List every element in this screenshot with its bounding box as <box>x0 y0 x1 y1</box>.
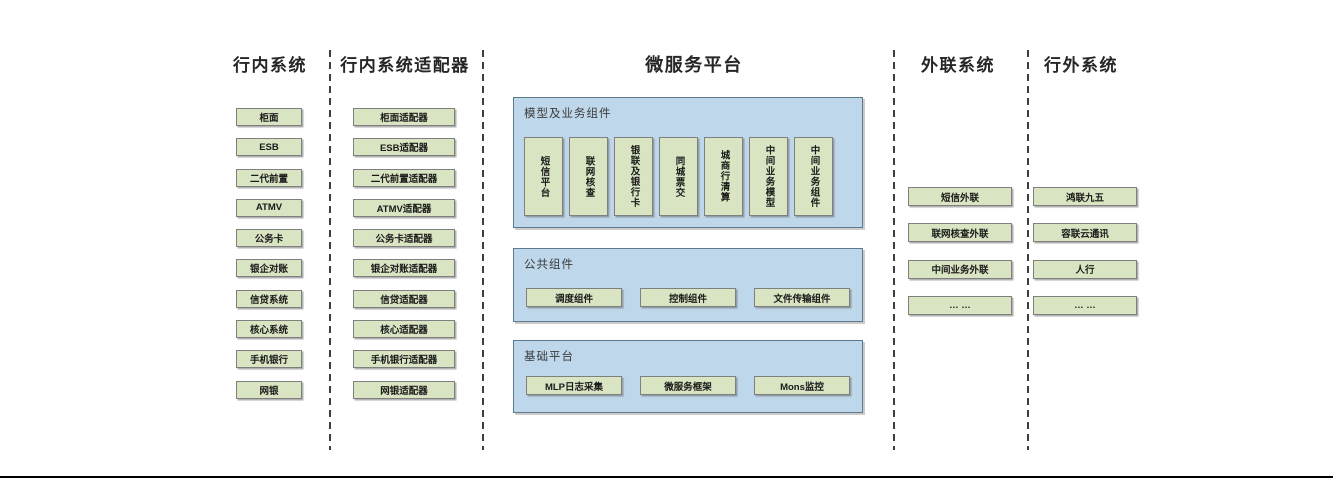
system-box: 信贷系统 <box>236 289 302 308</box>
outreach-systems-list: 短信外联联网核查外联中间业务外联 … … <box>908 187 1012 316</box>
component-box: Mons监控 <box>754 376 850 395</box>
component-box-vertical: 短信平台 <box>524 137 563 216</box>
adapter-box: 网银适配器 <box>353 380 455 399</box>
component-box: 控制组件 <box>640 288 736 307</box>
column-header-microservice-platform: 微服务平台 <box>645 55 743 75</box>
model-components-list: 短信平台联网核查银联及银行卡同城票交城商行清算中间业务模型中间业务组件 <box>524 137 833 216</box>
system-box: 手机银行 <box>236 350 302 369</box>
system-box: ESB <box>236 138 302 157</box>
panel-label: 基础平台 <box>524 351 574 363</box>
adapter-box: 二代前置适配器 <box>353 168 455 187</box>
panel-label: 模型及业务组件 <box>524 108 612 120</box>
adapter-box: 核心适配器 <box>353 320 455 339</box>
external-box: 鸿联九五 <box>1033 187 1137 206</box>
adapter-box: ATMV适配器 <box>353 198 455 217</box>
system-box: 核心系统 <box>236 320 302 339</box>
system-box: 二代前置 <box>236 168 302 187</box>
system-box: 银企对账 <box>236 259 302 278</box>
external-box: 人行 <box>1033 259 1137 279</box>
component-box-vertical: 中间业务模型 <box>749 137 788 216</box>
external-systems-list: 鸿联九五容联云通讯人行 … … <box>1033 187 1137 316</box>
panel-model-business-components: 模型及业务组件 短信平台联网核查银联及银行卡同城票交城商行清算中间业务模型中间业… <box>513 97 863 228</box>
component-box: 微服务框架 <box>640 376 736 395</box>
system-box: 公务卡 <box>236 229 302 248</box>
base-platform-list: MLP日志采集微服务框架 Mons监控 <box>526 376 850 395</box>
outreach-box: 中间业务外联 <box>908 259 1012 279</box>
internal-adapters-list: 柜面适配器 ESB适配器二代前置适配器 ATMV适配器公务卡适配器银企对账适配器信贷… <box>353 108 455 399</box>
system-box: ATMV <box>236 198 302 217</box>
adapter-box: 公务卡适配器 <box>353 229 455 248</box>
column-header-outreach-systems: 外联系统 <box>921 56 995 75</box>
system-box: 柜面 <box>236 108 302 126</box>
common-components-list: 调度组件控制组件文件传输组件 <box>526 288 850 307</box>
adapter-box: ESB适配器 <box>353 138 455 157</box>
column-header-external-systems: 行外系统 <box>1044 56 1118 75</box>
component-box-vertical: 同城票交 <box>659 137 698 216</box>
column-header-internal-systems: 行内系统 <box>233 56 307 75</box>
component-box: MLP日志采集 <box>526 376 622 395</box>
adapter-box: 柜面适配器 <box>353 108 455 126</box>
external-box: 容联云通讯 <box>1033 223 1137 243</box>
external-box: … … <box>1033 296 1137 316</box>
bottom-rule <box>0 476 1333 478</box>
component-box: 调度组件 <box>526 288 622 307</box>
panel-label: 公共组件 <box>524 259 574 271</box>
column-header-internal-adapters: 行内系统适配器 <box>340 56 470 75</box>
outreach-box: 联网核查外联 <box>908 223 1012 243</box>
outreach-box: … … <box>908 296 1012 316</box>
divider-line <box>1027 50 1029 450</box>
adapter-box: 银企对账适配器 <box>353 259 455 278</box>
divider-line <box>482 50 484 450</box>
divider-line <box>893 50 895 450</box>
component-box-vertical: 城商行清算 <box>704 137 743 216</box>
system-box: 网银 <box>236 380 302 399</box>
component-box-vertical: 中间业务组件 <box>794 137 833 216</box>
adapter-box: 信贷适配器 <box>353 289 455 308</box>
panel-common-components: 公共组件 调度组件控制组件文件传输组件 <box>513 248 863 322</box>
adapter-box: 手机银行适配器 <box>353 350 455 369</box>
divider-line <box>329 50 331 450</box>
component-box: 文件传输组件 <box>754 288 850 307</box>
outreach-box: 短信外联 <box>908 187 1012 206</box>
internal-systems-list: 柜面 ESB 二代前置 ATMV 公务卡银企对账信贷系统核心系统手机银行网银 <box>236 108 302 399</box>
component-box-vertical: 联网核查 <box>569 137 608 216</box>
component-box-vertical: 银联及银行卡 <box>614 137 653 216</box>
panel-base-platform: 基础平台 MLP日志采集微服务框架 Mons监控 <box>513 340 863 413</box>
